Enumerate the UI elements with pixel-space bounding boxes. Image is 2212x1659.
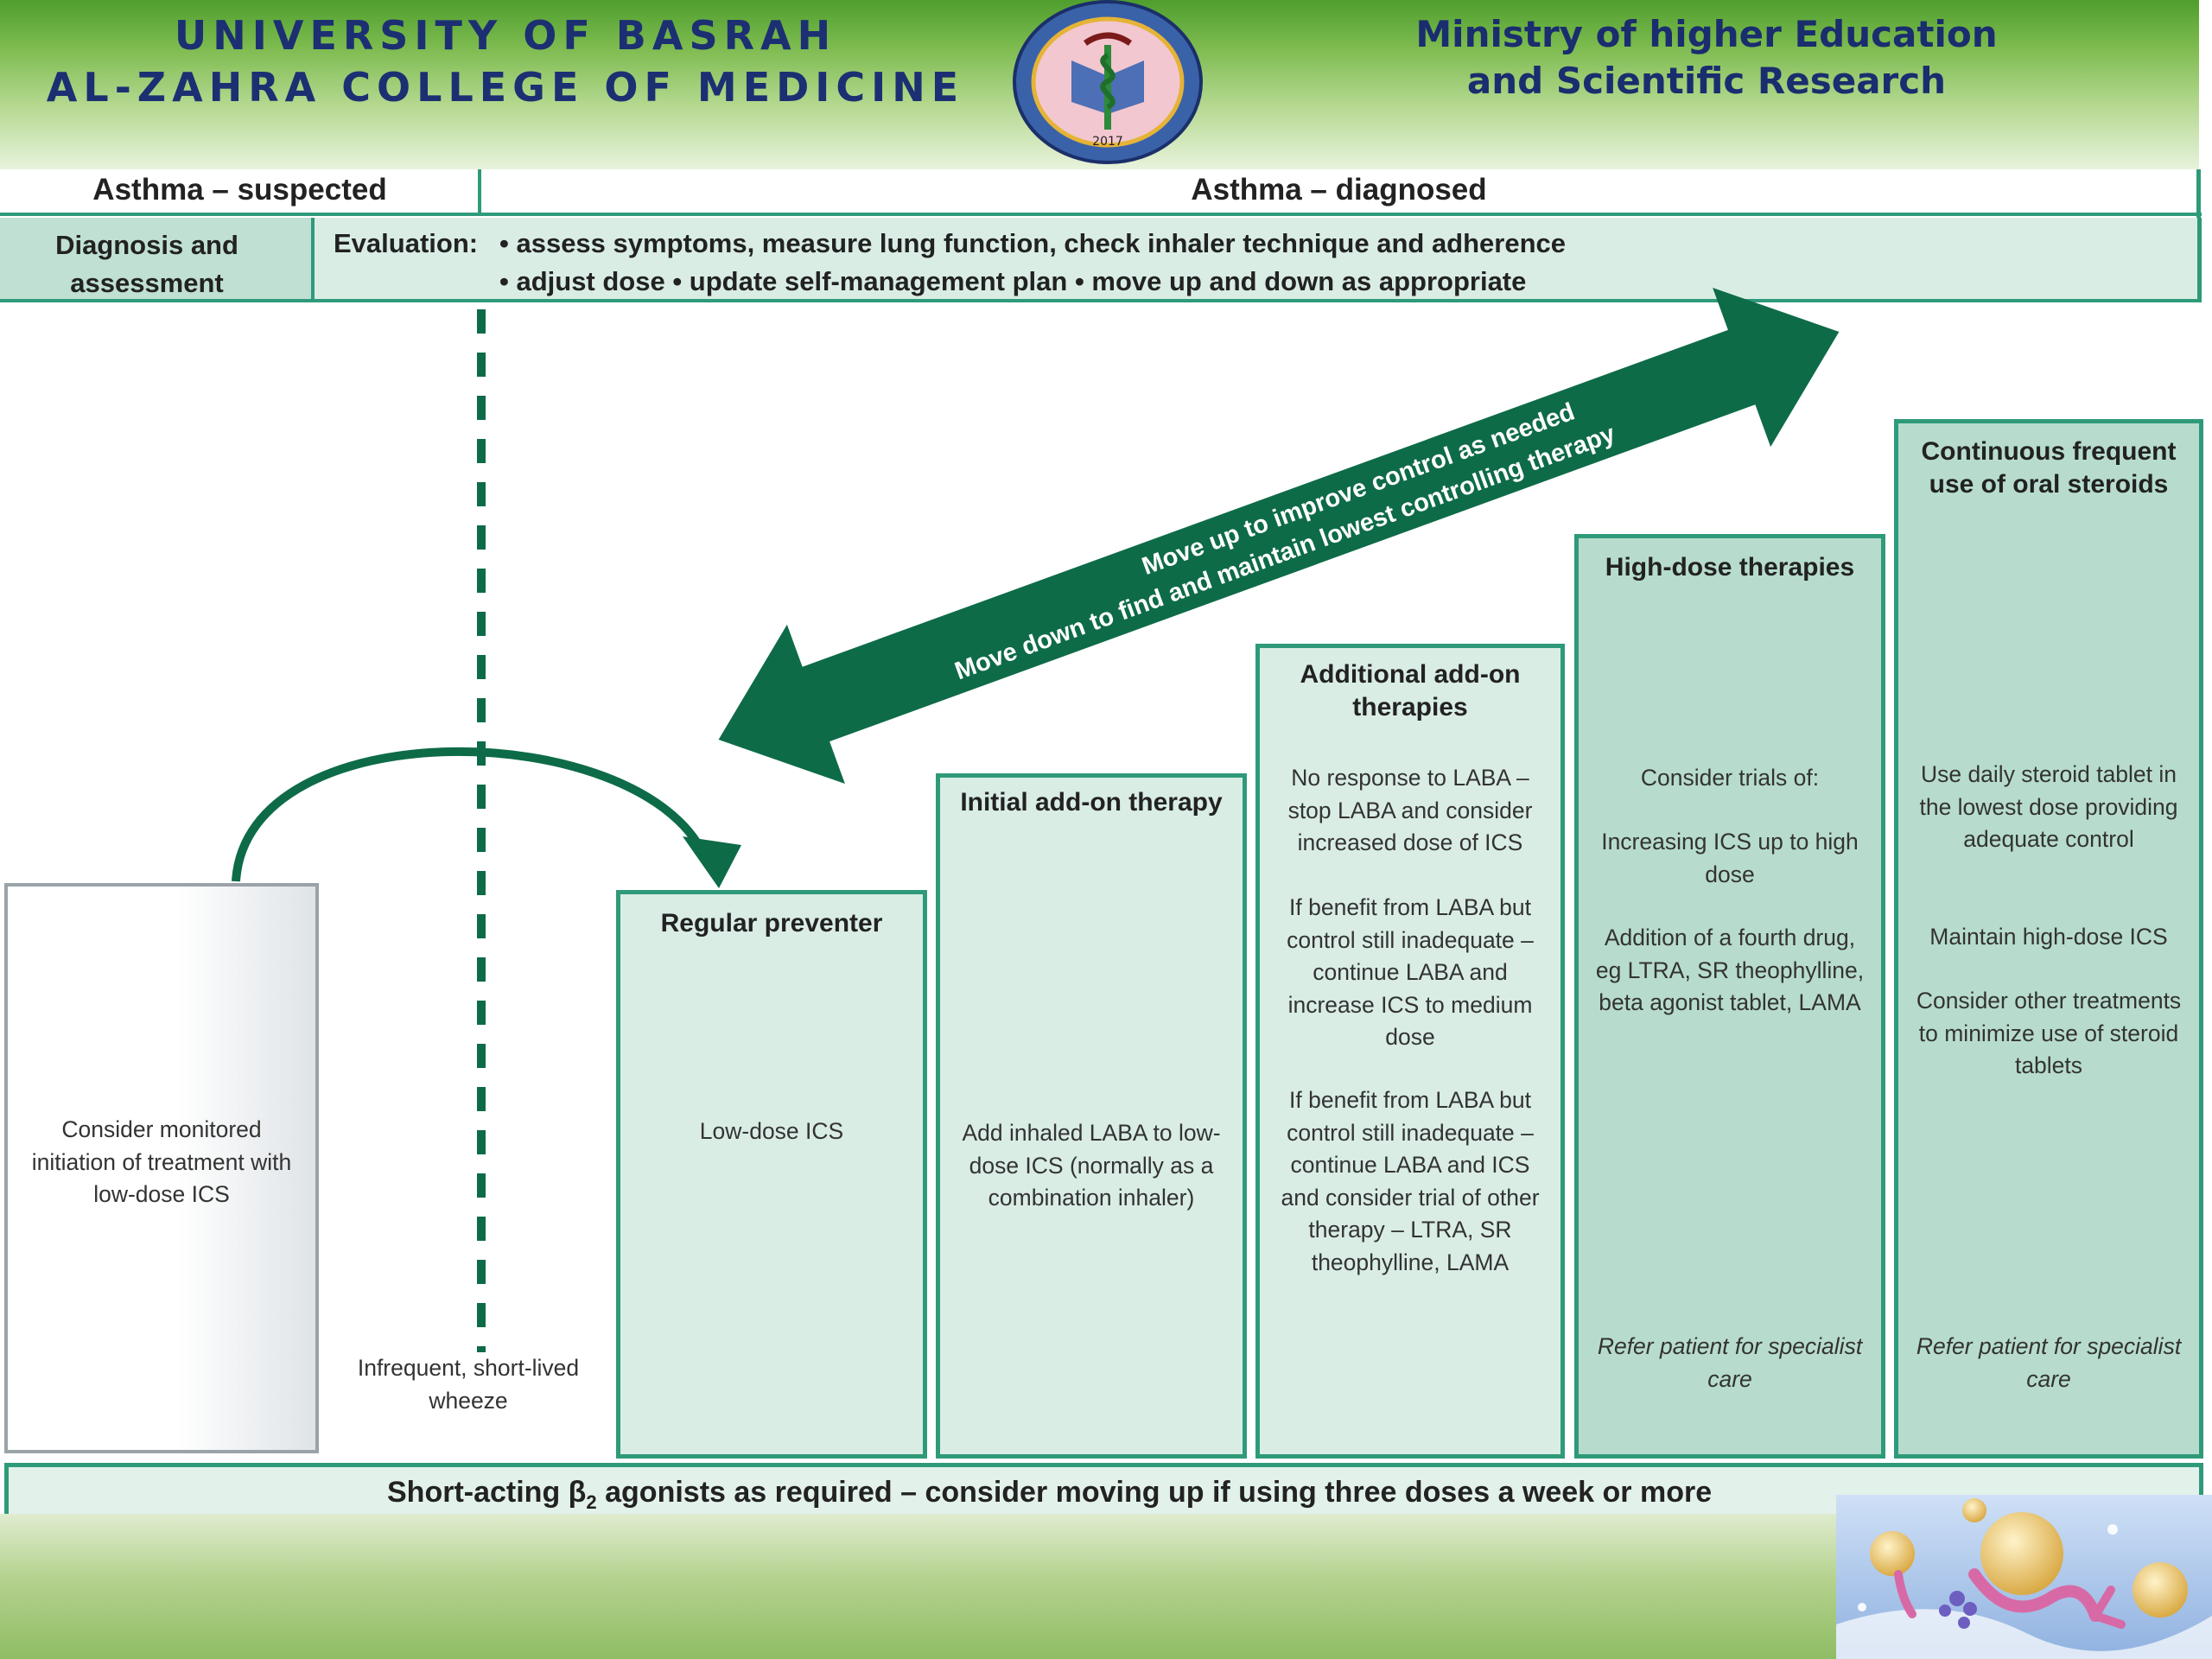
ministry-line-2: and Scientific Research: [1466, 60, 1947, 102]
oral-steroids-title: Continuous frequent use of oral steroids: [1921, 437, 2177, 499]
high-dose-refer: Refer patient for specialist care: [1597, 1333, 1863, 1392]
initial-add-on-box: Initial add-on therapy Add inhaled LABA …: [936, 773, 1247, 1459]
university-name: UNIVERSITY OF BASRAH: [174, 12, 837, 59]
curved-arrow: [232, 747, 709, 882]
logo-year: 2017: [1092, 135, 1123, 149]
short-acting-text-pre: Short-acting β: [387, 1476, 587, 1509]
regular-preventer-text: Low-dose ICS: [699, 1118, 844, 1144]
additional-text-1: No response to LABA – stop LABA and cons…: [1287, 765, 1533, 855]
oral-steroids-text-2: Maintain high-dose ICS: [1929, 924, 2168, 950]
evaluation-line-2: • adjust dose • update self-management p…: [499, 266, 1527, 296]
phase-divider: [478, 169, 481, 213]
additional-add-on-box: Additional add-on therapies No response …: [1255, 644, 1565, 1459]
molecule-illustration: [1836, 1495, 2212, 1659]
regular-preventer-title: Regular preventer: [660, 909, 883, 938]
regular-preventer-box: Regular preventer Low-dose ICS: [616, 890, 927, 1459]
oral-steroids-box: Continuous frequent use of oral steroids…: [1894, 419, 2203, 1459]
oral-steroids-refer: Refer patient for specialist care: [1916, 1333, 2182, 1392]
assessment-bar: Diagnosis and assessment Evaluation: • a…: [0, 218, 2202, 302]
short-acting-subscript: 2: [586, 1491, 597, 1513]
monitored-text: Consider monitored initiation of treatme…: [31, 1116, 292, 1207]
short-acting-text-post: agonists as required – consider moving u…: [596, 1476, 1713, 1509]
evaluation-prefix: Evaluation:: [334, 228, 479, 258]
high-dose-text-1: Consider trials of:: [1640, 765, 1820, 791]
short-acting-text: Short-acting β2 agonists as required – c…: [387, 1476, 1712, 1514]
phase-bar: Asthma – suspected Asthma – diagnosed: [0, 169, 2202, 216]
high-dose-box: High-dose therapies Consider trials of: …: [1574, 534, 1885, 1459]
oral-steroids-text-1: Use daily steroid tablet in the lowest d…: [1919, 761, 2178, 852]
initial-add-on-text: Add inhaled LABA to low-dose ICS (normal…: [962, 1120, 1221, 1211]
college-seal-logo: 2017: [1013, 0, 1203, 164]
college-name: AL-ZAHRA COLLEGE OF MEDICINE: [46, 64, 965, 111]
monitored-initiation-box: Consider monitored initiation of treatme…: [4, 883, 319, 1453]
evaluation-line-1: • assess symptoms, measure lung function…: [499, 228, 1567, 258]
high-dose-title: High-dose therapies: [1605, 553, 1855, 582]
oral-steroids-text-3: Consider other treatments to minimize us…: [1916, 988, 2182, 1078]
initial-add-on-title: Initial add-on therapy: [960, 788, 1223, 817]
additional-text-3: If benefit from LABA but control still i…: [1281, 1087, 1540, 1275]
curved-arrow-head: [683, 836, 741, 888]
phase-diagnosed: Asthma – diagnosed: [1191, 173, 1487, 207]
additional-text-2: If benefit from LABA but control still i…: [1287, 894, 1534, 1050]
high-dose-text-2: Increasing ICS up to high dose: [1601, 829, 1859, 887]
assessment-label: Diagnosis and assessment: [55, 230, 238, 298]
ministry-line-1: Ministry of higher Education: [1415, 13, 1998, 55]
assessment-label-cell: Diagnosis and assessment: [0, 218, 315, 299]
wheeze-text: Infrequent, short-lived wheeze: [357, 1355, 580, 1414]
high-dose-text-3: Addition of a fourth drug, eg LTRA, SR t…: [1595, 925, 1865, 1015]
phase-suspected: Asthma – suspected: [92, 173, 387, 207]
additional-add-on-title: Additional add-on therapies: [1300, 660, 1521, 721]
phase-bar-right-edge: [2196, 169, 2201, 219]
